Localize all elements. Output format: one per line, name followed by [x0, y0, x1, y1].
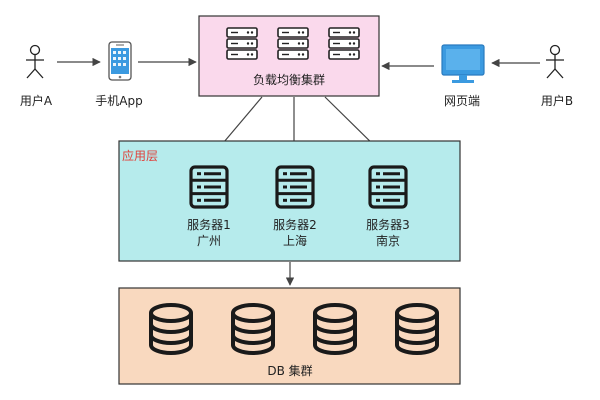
app-server-3: 服务器3 南京: [366, 165, 410, 248]
stick-figure-icon: [25, 44, 45, 79]
monitor-icon: [441, 44, 485, 83]
app-layer: 应用层 服务器1 广州 服务器2 上海 服务器3 南京: [118, 140, 461, 262]
database-icon: [395, 303, 439, 355]
web-client-node: 网页端: [441, 44, 485, 108]
app-server-2: 服务器2 上海: [273, 165, 317, 248]
database-icon: [149, 303, 193, 355]
server-location: 广州: [197, 234, 221, 248]
server-rack-icon: [226, 27, 258, 60]
database-icon: [313, 303, 357, 355]
user-b-actor: 用户B: [541, 44, 573, 108]
server-name: 服务器3: [366, 217, 410, 232]
mobile-app-label: 手机App: [95, 94, 142, 108]
connector-arrows: [57, 57, 540, 286]
load-balancer-cluster: 负载均衡集群: [198, 15, 380, 97]
database-icon: [231, 303, 275, 355]
stick-figure-icon: [545, 44, 565, 79]
load-balancer-label: 负载均衡集群: [253, 72, 325, 87]
app-layer-box: [118, 140, 461, 262]
server-name: 服务器2: [273, 217, 317, 232]
user-a-actor: 用户A: [20, 44, 53, 108]
db-cluster: DB 集群: [118, 287, 461, 385]
server-rack-icon: [328, 27, 360, 60]
server-location: 上海: [283, 233, 307, 248]
server-rack-icon: [277, 27, 309, 60]
app-layer-title: 应用层: [122, 148, 158, 163]
db-cluster-label: DB 集群: [267, 363, 312, 378]
web-client-label: 网页端: [444, 94, 480, 108]
smartphone-icon: [108, 41, 132, 81]
app-server-1: 服务器1 广州: [187, 165, 231, 248]
server-name: 服务器1: [187, 217, 231, 232]
server-location: 南京: [376, 233, 400, 248]
user-b-label: 用户B: [541, 93, 573, 108]
mobile-app-node: 手机App: [95, 41, 143, 108]
user-a-label: 用户A: [20, 93, 53, 108]
